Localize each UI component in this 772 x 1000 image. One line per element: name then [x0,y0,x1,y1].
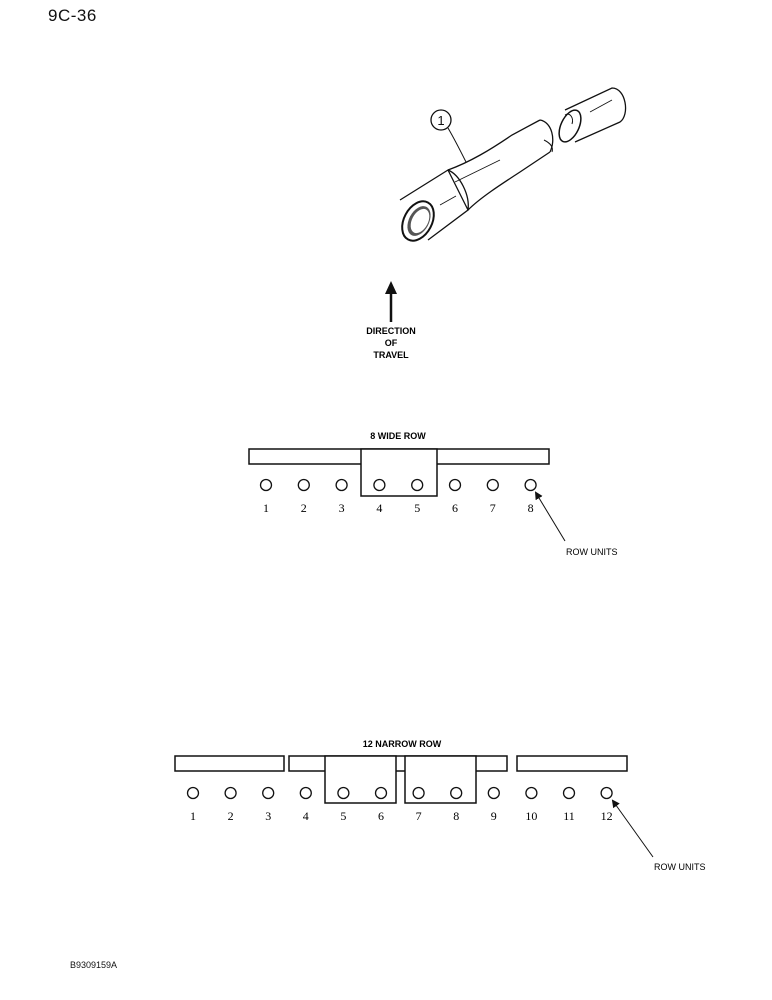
direction-label-line1: DIRECTION [366,326,416,336]
narrow-row-unit-number-11: 11 [563,809,575,823]
narrow-row-unit-number-2: 2 [228,809,234,823]
wide-row-unit-number-5: 5 [414,501,420,515]
narrow-row-units-label: ROW UNITS [654,862,706,872]
callout-circle [430,109,452,131]
narrow-row-unit-number-4: 4 [303,809,309,823]
tube-short-piece [564,87,627,143]
callout-leader [447,127,467,163]
wide-row-units-label: ROW UNITS [566,547,618,557]
narrow-row-unit-9 [487,786,500,800]
wide-row-numbers: 1 2 3 4 5 6 7 8 [263,501,534,515]
wide-row-unit-number-6: 6 [452,501,458,515]
narrow-row-section-b [404,755,477,804]
wide-row-frame [248,448,550,497]
narrow-row-units-leader [611,799,654,858]
narrow-row-unit-7 [412,786,425,800]
narrow-row-unit-number-7: 7 [416,809,422,823]
tube-cylinder-body [399,169,469,241]
wide-row-unit-7 [486,478,499,492]
narrow-row-title: 12 NARROW ROW [363,739,442,749]
direction-label-line2: OF [385,338,398,348]
wide-row-units-leader [534,491,566,542]
narrow-row-unit-number-3: 3 [265,809,271,823]
tube-taper [447,119,541,171]
wide-row-unit-3 [335,478,348,492]
wide-row-unit-2 [297,478,310,492]
narrow-row-toolbar-left [174,755,285,772]
narrow-row-toolbar-right [516,755,628,772]
narrow-row-unit-number-8: 8 [453,809,459,823]
wide-row-unit-4 [373,478,386,492]
direction-label-line3: TRAVEL [373,350,409,360]
narrow-row-unit-3 [262,786,275,800]
wide-row-unit-number-7: 7 [490,501,496,515]
tube-opening [401,200,435,242]
narrow-row-unit-number-6: 6 [378,809,384,823]
wide-row-unit-number-3: 3 [339,501,345,515]
wide-row-unit-number-1: 1 [263,501,269,515]
figure-reference-code: B9309159A [70,960,118,970]
callout-number: 1 [437,113,444,128]
narrow-row-unit-12 [600,786,613,800]
narrow-row-units [186,786,613,800]
narrow-row-unit-number-10: 10 [525,809,537,823]
wide-row-unit-6 [448,478,462,492]
wide-row-unit-1 [259,478,273,492]
wide-row-title: 8 WIDE ROW [370,431,426,441]
wide-row-unit-number-4: 4 [376,501,382,515]
tube-illustration: 1 [399,87,627,242]
wide-row-unit-number-8: 8 [528,501,534,515]
wide-row-units [259,478,537,492]
narrow-row-unit-8 [450,786,463,800]
narrow-row-unit-number-1: 1 [190,809,196,823]
narrow-row-unit-5 [337,786,350,800]
narrow-row-unit-number-5: 5 [340,809,346,823]
narrow-row-unit-number-12: 12 [601,809,613,823]
narrow-row-unit-2 [224,786,237,800]
narrow-row-unit-number-9: 9 [491,809,497,823]
narrow-row-unit-6 [374,786,388,800]
wide-row-unit-8 [524,478,537,492]
wide-row-center-section [360,448,438,497]
wide-row-unit-number-2: 2 [301,501,307,515]
direction-arrow [385,281,397,322]
narrow-row-unit-1 [186,786,200,800]
page-number: 9C-36 [48,6,97,25]
narrow-row-unit-11 [562,786,576,800]
wide-row-unit-5 [411,478,424,492]
narrow-row-unit-4 [299,786,312,800]
narrow-row-unit-10 [525,786,538,800]
narrow-row-frame [174,755,628,804]
